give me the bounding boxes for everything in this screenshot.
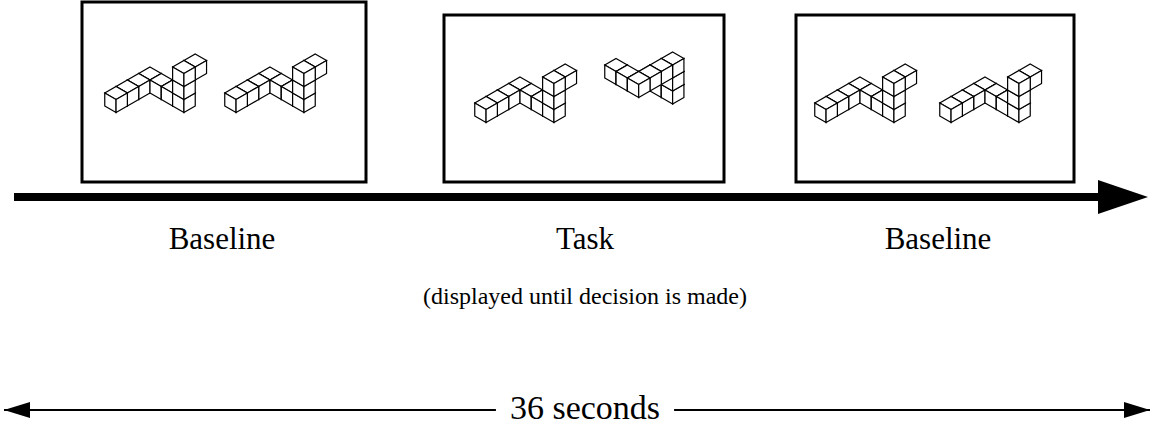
duration-arrow [4, 409, 496, 411]
cube-face [486, 103, 497, 123]
cube-face [826, 103, 837, 123]
stimulus-frame [796, 15, 1074, 182]
cube-face [116, 93, 127, 113]
block-figure [475, 64, 577, 123]
cube-face [150, 80, 161, 100]
cube-face [543, 77, 554, 97]
cube-face [127, 87, 138, 107]
phase-label: Baseline [885, 222, 992, 256]
timeline-arrowhead [1098, 180, 1148, 214]
cube-face [475, 103, 486, 123]
cube-face [161, 87, 172, 107]
note-text: (displayed until decision is made) [423, 283, 747, 309]
cube-face [1019, 77, 1030, 97]
stimulus-frame [82, 2, 366, 182]
cube-face [225, 93, 236, 113]
cube-face [951, 103, 962, 123]
stimulus-frame [444, 15, 724, 182]
cube-face [639, 78, 650, 98]
cube-face [1008, 77, 1019, 97]
cube-face [1030, 71, 1041, 91]
cube-face [236, 93, 247, 113]
cube-face [195, 61, 206, 81]
cube-face [962, 97, 973, 117]
cube-face [837, 97, 848, 117]
cube-face [985, 90, 996, 110]
cube-face [871, 97, 882, 117]
cube-face [605, 65, 616, 85]
block-figure [225, 54, 327, 113]
cube-face [905, 71, 916, 91]
cube-face [497, 97, 508, 117]
cube-face [894, 77, 905, 97]
cube-face [616, 72, 627, 92]
cube-face [996, 97, 1007, 117]
cube-face [304, 67, 315, 87]
cube-face [565, 71, 576, 91]
block-figure [815, 64, 917, 123]
cube-face [105, 93, 116, 113]
duration-arrow [674, 409, 1150, 411]
cube-face [627, 78, 638, 98]
cube-face [270, 80, 281, 100]
cube-face [173, 67, 184, 87]
cube-face [293, 67, 304, 87]
cube-face [650, 72, 661, 92]
cube-face [281, 87, 292, 107]
cube-face [673, 59, 684, 79]
phase-label: Task [556, 222, 614, 256]
cube-face [849, 90, 860, 110]
cube-face [315, 61, 326, 81]
duration-label: 36 seconds [510, 389, 660, 426]
cube-face [974, 90, 985, 110]
cube-face [554, 77, 565, 97]
cube-face [139, 80, 150, 100]
duration-arrowhead [1124, 402, 1150, 418]
cube-face [940, 103, 951, 123]
cube-face [509, 90, 520, 110]
block-figure [105, 54, 207, 113]
phase-label: Baseline [169, 222, 276, 256]
cube-face [860, 90, 871, 110]
cube-face [247, 87, 258, 107]
cube-face [661, 65, 672, 85]
block-figure [940, 64, 1042, 123]
duration-arrowhead [4, 402, 30, 418]
cube-face [531, 97, 542, 117]
timeline-arrow [14, 193, 1100, 201]
cube-face [815, 103, 826, 123]
cube-face [520, 90, 531, 110]
cube-face [184, 67, 195, 87]
cube-face [259, 80, 270, 100]
cube-face [883, 77, 894, 97]
block-figure [605, 52, 684, 104]
